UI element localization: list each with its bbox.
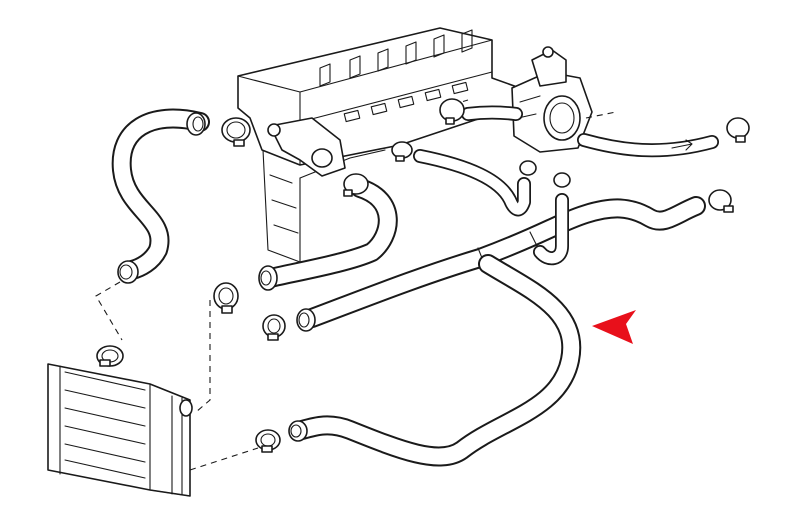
main-coolant-hose bbox=[258, 178, 398, 291]
exhaust-ports bbox=[343, 81, 469, 123]
clamp-upper-left bbox=[221, 117, 251, 147]
upper-radiator-hose bbox=[111, 108, 210, 284]
lower-radiator-hose bbox=[288, 254, 582, 467]
radiator bbox=[47, 363, 193, 497]
camshaft-caps bbox=[319, 29, 473, 87]
clamp-ypipe-left bbox=[262, 314, 286, 341]
thermostat-housing bbox=[267, 117, 346, 177]
clamp-main-left bbox=[213, 282, 239, 314]
bypass-hose bbox=[533, 193, 569, 266]
clamp-throttle-right bbox=[726, 117, 750, 143]
throttle-body-hose bbox=[461, 105, 719, 158]
clamp-ypipe-right bbox=[708, 189, 734, 213]
clamp-heater bbox=[391, 141, 413, 162]
clamp-small-throttle-1 bbox=[519, 160, 537, 176]
heater-hose bbox=[413, 149, 531, 217]
clamp-thermostat bbox=[343, 173, 369, 197]
clamp-lower bbox=[255, 429, 281, 453]
indicator-arrowhead bbox=[592, 310, 636, 344]
clamp-radiator-upper bbox=[96, 345, 124, 367]
clamp-throttle-left bbox=[439, 98, 465, 125]
clamp-small-throttle-2 bbox=[553, 172, 571, 188]
throttle-body bbox=[511, 46, 593, 153]
hose-clamps bbox=[96, 98, 750, 453]
